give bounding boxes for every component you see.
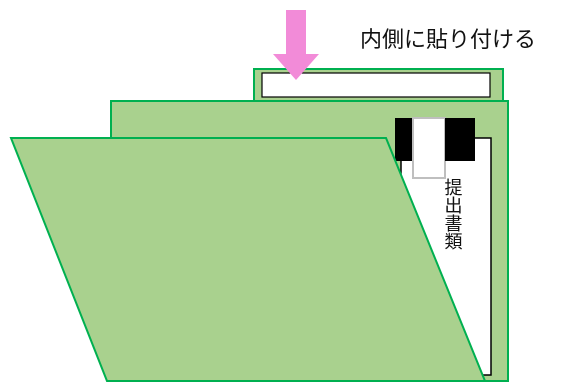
binder-clip-right bbox=[445, 118, 475, 161]
instruction-label: 内側に貼り付ける bbox=[360, 28, 537, 53]
paste-slot bbox=[261, 72, 491, 98]
insert-arrow-icon bbox=[273, 10, 319, 80]
binder-clip-middle bbox=[412, 117, 446, 179]
document-label: 提出書類 bbox=[442, 178, 463, 250]
folder-front-flap bbox=[9, 137, 487, 382]
binder-clip-left bbox=[395, 118, 415, 161]
